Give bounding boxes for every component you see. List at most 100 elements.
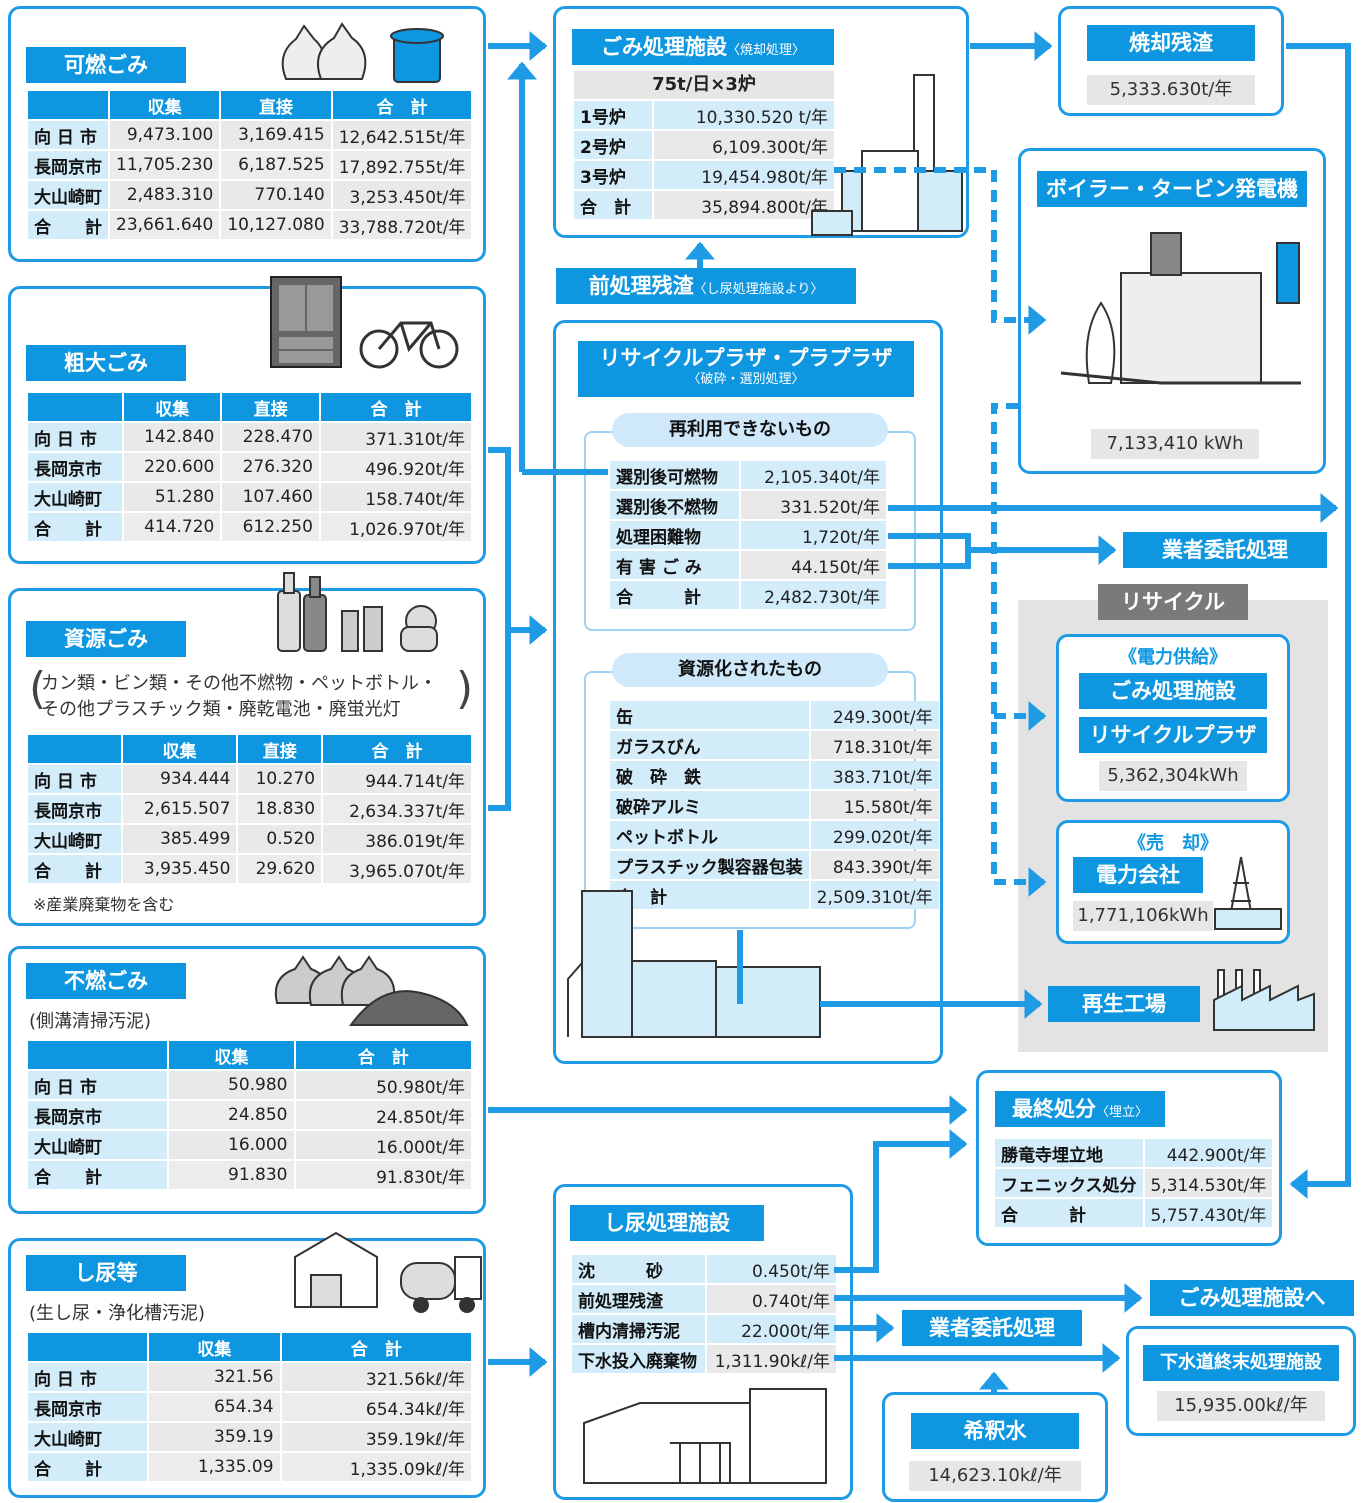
final-cell: 勝竜寺埋立地 (995, 1139, 1143, 1167)
shigen-desc-1: カン類・ビン類・その他不燃物・ペットボトル・ (41, 673, 437, 694)
plaza-unusable-cell: 2,105.340t/年 (741, 461, 886, 489)
shori-cell: 1号炉 (574, 101, 653, 129)
shinyo-building-icon (583, 1388, 827, 1484)
kanen-cell: 2,483.310 (110, 181, 220, 209)
shinyo-cell: 1,335.09 (149, 1453, 280, 1481)
shigen-cell: 2,634.337t/年 (323, 795, 471, 823)
shinyo_fac-cell: 槽内清掃汚泥 (572, 1315, 705, 1343)
funen-cell: 24.850t/年 (295, 1101, 471, 1129)
funen-sub: (側溝清掃汚泥) (29, 1011, 152, 1032)
plaza-resource-cell: ガラスびん (610, 731, 809, 759)
shigen-header-1: 収集 (122, 735, 237, 763)
shinyo-cell: 1,335.09kℓ/年 (281, 1453, 471, 1481)
kanen-cell: 10,127.080 (221, 211, 331, 239)
kanen-cell: 12,642.515t/年 (332, 121, 472, 149)
shigen-panel: 資源ごみ ( カン類・ビン類・その他不燃物・ペットボトル・ その他プラスチック類… (8, 572, 486, 926)
house-truck-icon (294, 1231, 482, 1313)
supply-fac1: ごみ処理施設 (1079, 673, 1267, 709)
sodai-cell: 228.470 (222, 423, 319, 451)
final-cell: 5,757.430t/年 (1144, 1199, 1273, 1227)
shigen-header-row: 収集直接合 計 (28, 735, 471, 763)
final-cell: フェニックス処分 (995, 1169, 1143, 1197)
boiler-title: ボイラー・タービン発電機 (1037, 171, 1307, 207)
kanen-cell: 33,788.720t/年 (332, 211, 472, 239)
sodai-header-0 (28, 393, 122, 421)
shinyo-header-1: 収集 (149, 1333, 280, 1361)
shigen-cell: 向 日 市 (28, 765, 121, 793)
funen-title: 不燃ごみ (26, 963, 186, 999)
plaza-panel: リサイクルプラザ・プラプラザ 〈破砕・選別処理〉 再利用できないもの 選別後可燃… (553, 320, 943, 1064)
plaza-resource-cell: 缶 (610, 701, 809, 729)
ash-value: 5,333.630t/年 (1087, 75, 1255, 105)
final-title: 最終処分〈埋立〉 (995, 1091, 1165, 1127)
plaza-unusable-cell: 処理困難物 (610, 521, 740, 549)
sodai-header-2: 直接 (222, 393, 319, 421)
sale-label: 《売 却》 (1128, 833, 1218, 854)
sale-panel: 《売 却》 電力会社 1,771,106kWh (1056, 820, 1290, 944)
shigen-note: ※産業廃棄物を含む (33, 895, 175, 914)
shinyo-sub: (生し尿・浄化槽汚泥) (29, 1303, 206, 1324)
plaza-resource-cell: 718.310t/年 (810, 731, 939, 759)
shinyo-cell: 359.19 (149, 1423, 280, 1451)
shigen-header-3: 合 計 (323, 735, 471, 763)
kishaku-panel: 希釈水 14,623.10kℓ/年 (882, 1392, 1108, 1502)
shori-cell: 6,109.300t/年 (654, 131, 834, 159)
kishaku-title: 希釈水 (911, 1413, 1079, 1449)
shinyo_fac-cell: 0.450t/年 (706, 1255, 836, 1283)
sodai-cell: 276.320 (222, 453, 319, 481)
shigen-cell: 合 計 (28, 855, 121, 883)
shinyo-title: し尿等 (26, 1255, 186, 1291)
sodai-cell: 612.250 (222, 513, 319, 541)
funen-cell: 50.980t/年 (295, 1071, 471, 1099)
funen-cell: 91.830t/年 (295, 1161, 471, 1189)
plaza-resource-cell: 299.020t/年 (810, 821, 939, 849)
shinyo-header-0 (28, 1333, 148, 1361)
kanen-cell: 大山崎町 (28, 181, 108, 209)
sodai-cell: 158.740t/年 (320, 483, 471, 511)
boiler-panel: ボイラー・タービン発電機 7,133,410 kWh (1018, 148, 1326, 474)
shigen-desc-paren-left: ( (29, 663, 47, 714)
kanen-cell: 3,253.450t/年 (332, 181, 472, 209)
shigen-cell: 大山崎町 (28, 825, 121, 853)
plaza-unusable-cell: 44.150t/年 (741, 551, 886, 579)
shigen-cell: 長岡京市 (28, 795, 121, 823)
shigen-cell: 385.499 (122, 825, 237, 853)
kanen-header-row: 収集直接合 計 (28, 91, 472, 119)
funen-cell: 大山崎町 (28, 1131, 168, 1159)
shigen-cell: 10.270 (238, 765, 322, 793)
shinyo_fac-cell: 前処理残渣 (572, 1285, 705, 1313)
bags-pile-icon (274, 955, 469, 1026)
shinyo-header-2: 合 計 (281, 1333, 471, 1361)
shinyo-cell: 359.19kℓ/年 (281, 1423, 471, 1451)
shigen-cell: 944.714t/年 (323, 765, 471, 793)
plaza-resource-cell: 843.390t/年 (810, 851, 939, 879)
factory-label: 再生工場 (1048, 986, 1200, 1022)
shigen-desc-paren-right: ) (456, 663, 474, 714)
ash-panel: 焼却残渣 5,333.630t/年 (1058, 6, 1284, 116)
gesui-title: 下水道終末処理施設 (1143, 1345, 1339, 1381)
maeshori-label: 前処理残渣〈し尿処理施設より〉 (556, 268, 856, 304)
shigen-cell: 386.019t/年 (323, 825, 471, 853)
sodai-header-row: 収集直接合 計 (28, 393, 471, 421)
